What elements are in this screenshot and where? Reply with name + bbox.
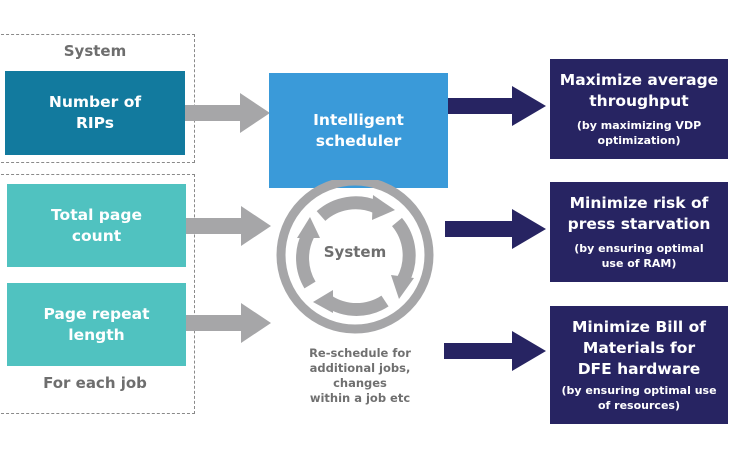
outcome-title: Maximize average throughput [559, 71, 719, 110]
output-arrow-bill-of-materials [444, 331, 546, 371]
system-group [0, 34, 195, 163]
cycle-arrow-bottom [324, 295, 389, 316]
intelligent-scheduler-box: Intelligent scheduler [269, 73, 448, 188]
outcome-box-bill-of-materials: Minimize Bill of Materials for DFE hardw… [550, 306, 728, 424]
input-arrow-page-repeat-length [186, 303, 271, 343]
cycle-outer-ring [276, 180, 434, 334]
cycle-arrow-left [296, 232, 316, 289]
cycle-arrowhead-bottom [313, 290, 333, 313]
page-repeat-length-box: Page repeat length [7, 283, 186, 366]
number-of-rips-box: Number of RIPs [5, 71, 185, 155]
intelligent-scheduler-label: Intelligent scheduler [313, 110, 404, 150]
outcome-detail: (by maximizing VDP optimization) [576, 119, 702, 147]
outcome-detail: (by ensuring optimal use of RAM) [574, 242, 704, 270]
outcome-title: Minimize Bill of Materials for DFE hardw… [571, 318, 707, 378]
output-arrow-throughput [448, 86, 546, 126]
cycle-center-label: System [323, 243, 387, 261]
cycle-arrow-top [316, 196, 379, 222]
output-arrow-press-starvation [445, 209, 546, 249]
cycle-arrowhead-right [391, 275, 414, 299]
cycle-arrows [296, 196, 416, 316]
cycle-arrowhead-left [297, 217, 320, 238]
total-page-count-label: Total page count [51, 205, 142, 245]
outcome-detail: (by ensuring optimal use of resources) [561, 384, 717, 412]
outcome-box-press-starvation: Minimize risk of press starvation (by en… [550, 182, 728, 282]
job-group-label: For each job [43, 374, 147, 392]
input-arrow-rips [185, 93, 270, 133]
cycle-arrowhead-top [372, 195, 395, 220]
outcome-box-throughput: Maximize average throughput (by maximizi… [550, 59, 728, 159]
cycle-arrow-right [391, 217, 416, 284]
outcome-title: Minimize risk of press starvation [567, 194, 711, 233]
cycle-caption: Re-schedule for additional jobs, changes… [309, 346, 411, 405]
number-of-rips-label: Number of RIPs [48, 93, 142, 132]
input-arrow-total-page-count [186, 206, 271, 246]
total-page-count-box: Total page count [7, 184, 186, 267]
page-repeat-length-label: Page repeat length [43, 304, 150, 344]
job-group [0, 174, 195, 414]
system-cycle-diagram [276, 180, 434, 334]
system-group-label: System [63, 42, 127, 60]
